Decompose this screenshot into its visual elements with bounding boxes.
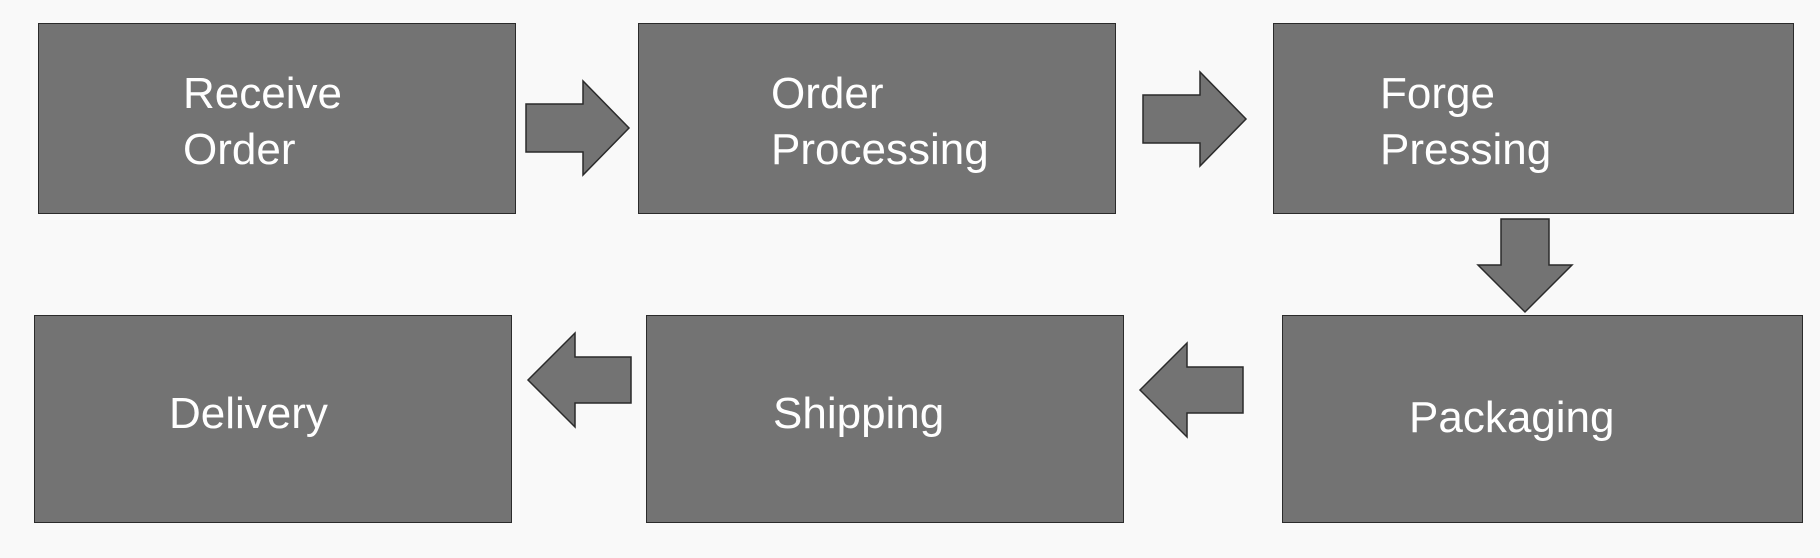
- step-forge-pressing-label: Forge Pressing: [1380, 66, 1551, 178]
- step-forge-pressing: Forge Pressing: [1273, 23, 1794, 214]
- arrow-right-icon: [525, 79, 631, 177]
- step-label-line: Order: [771, 69, 884, 118]
- step-order-processing-label: Order Processing: [771, 66, 989, 178]
- step-label-line: Shipping: [773, 389, 945, 438]
- step-label-line: Processing: [771, 125, 989, 174]
- step-shipping: Shipping: [646, 315, 1124, 523]
- step-shipping-label: Shipping: [773, 386, 944, 442]
- step-receive-order: Receive Order: [38, 23, 516, 214]
- step-label-line: Forge: [1380, 69, 1495, 118]
- step-label-line: Packaging: [1409, 393, 1615, 442]
- arrow-down-icon: [1476, 218, 1574, 314]
- step-packaging: Packaging: [1282, 315, 1803, 523]
- step-delivery: Delivery: [34, 315, 512, 523]
- step-receive-order-label: Receive Order: [183, 66, 342, 178]
- step-label-line: Order: [183, 125, 296, 174]
- arrow-right-icon: [1142, 70, 1248, 168]
- step-order-processing: Order Processing: [638, 23, 1116, 214]
- arrow-left-icon: [526, 331, 632, 429]
- step-delivery-label: Delivery: [169, 386, 328, 442]
- step-label-line: Receive: [183, 69, 342, 118]
- arrow-left-icon: [1138, 341, 1244, 439]
- step-label-line: Delivery: [169, 389, 328, 438]
- step-label-line: Pressing: [1380, 125, 1552, 174]
- step-packaging-label: Packaging: [1409, 390, 1614, 446]
